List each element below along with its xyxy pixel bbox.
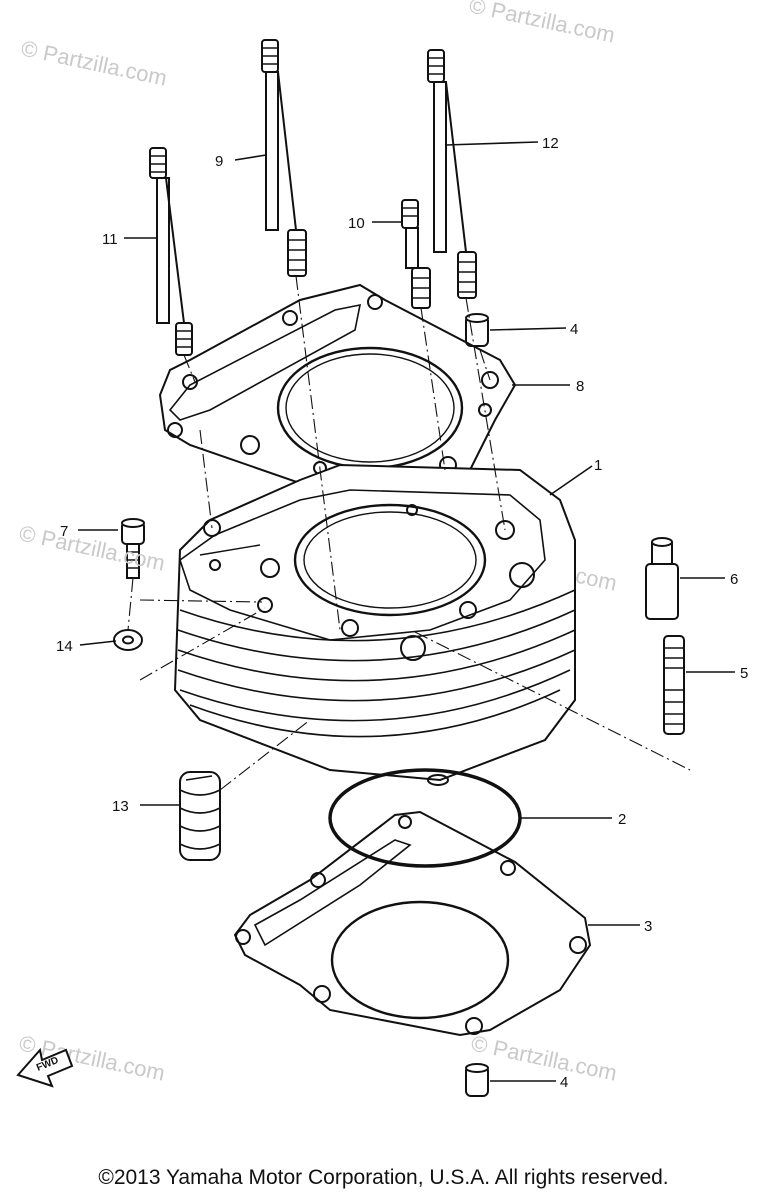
callout-9: 9 (215, 153, 223, 170)
watermark: © Partzilla.com (467, 0, 617, 48)
alignment-lines (127, 275, 691, 791)
cylinder-1 (173, 463, 576, 786)
cap-bolt-7 (121, 518, 145, 579)
o-ring-2 (328, 768, 522, 868)
dowel-pin-4-bottom (465, 1063, 489, 1097)
dowel-pin-6 (645, 537, 679, 620)
fwd-arrow-icon: FWD (16, 1047, 74, 1088)
callout-14: 14 (56, 638, 73, 655)
stud-bolt-12 (427, 49, 477, 299)
callout-12: 12 (542, 135, 559, 152)
callout-13: 13 (112, 798, 129, 815)
callout-4-top: 4 (570, 321, 578, 338)
base-gasket-3 (233, 810, 592, 1037)
callout-1: 1 (594, 457, 602, 474)
callout-7: 7 (60, 523, 68, 540)
leader-lines (78, 141, 735, 1082)
callout-2: 2 (618, 811, 626, 828)
callout-4-bottom: 4 (560, 1074, 568, 1091)
watermark: © Partzilla.com (469, 1030, 619, 1085)
dowel-pin-4-top (465, 313, 489, 347)
callout-11: 11 (102, 231, 118, 248)
stud-13 (179, 771, 221, 861)
stud-bolt-10 (401, 199, 431, 309)
stud-bolt-5 (663, 635, 685, 735)
cylinder-exploded-view: © Partzilla.com © Partzilla.com © Partzi… (16, 0, 748, 1097)
washer-14 (113, 629, 143, 651)
copyright-notice: ©2013 Yamaha Motor Corporation, U.S.A. A… (98, 1166, 669, 1189)
callout-5: 5 (740, 665, 748, 682)
callout-10: 10 (348, 215, 365, 232)
stud-bolt-9 (261, 39, 307, 277)
callout-6: 6 (730, 571, 738, 588)
watermark: © Partzilla.com (19, 35, 169, 90)
stud-bolt-11 (149, 147, 193, 356)
callout-8: 8 (576, 378, 584, 395)
callout-3: 3 (644, 918, 652, 935)
callout-labels: 11 9 10 12 4 8 1 7 14 6 5 13 2 3 4 (56, 135, 748, 1091)
